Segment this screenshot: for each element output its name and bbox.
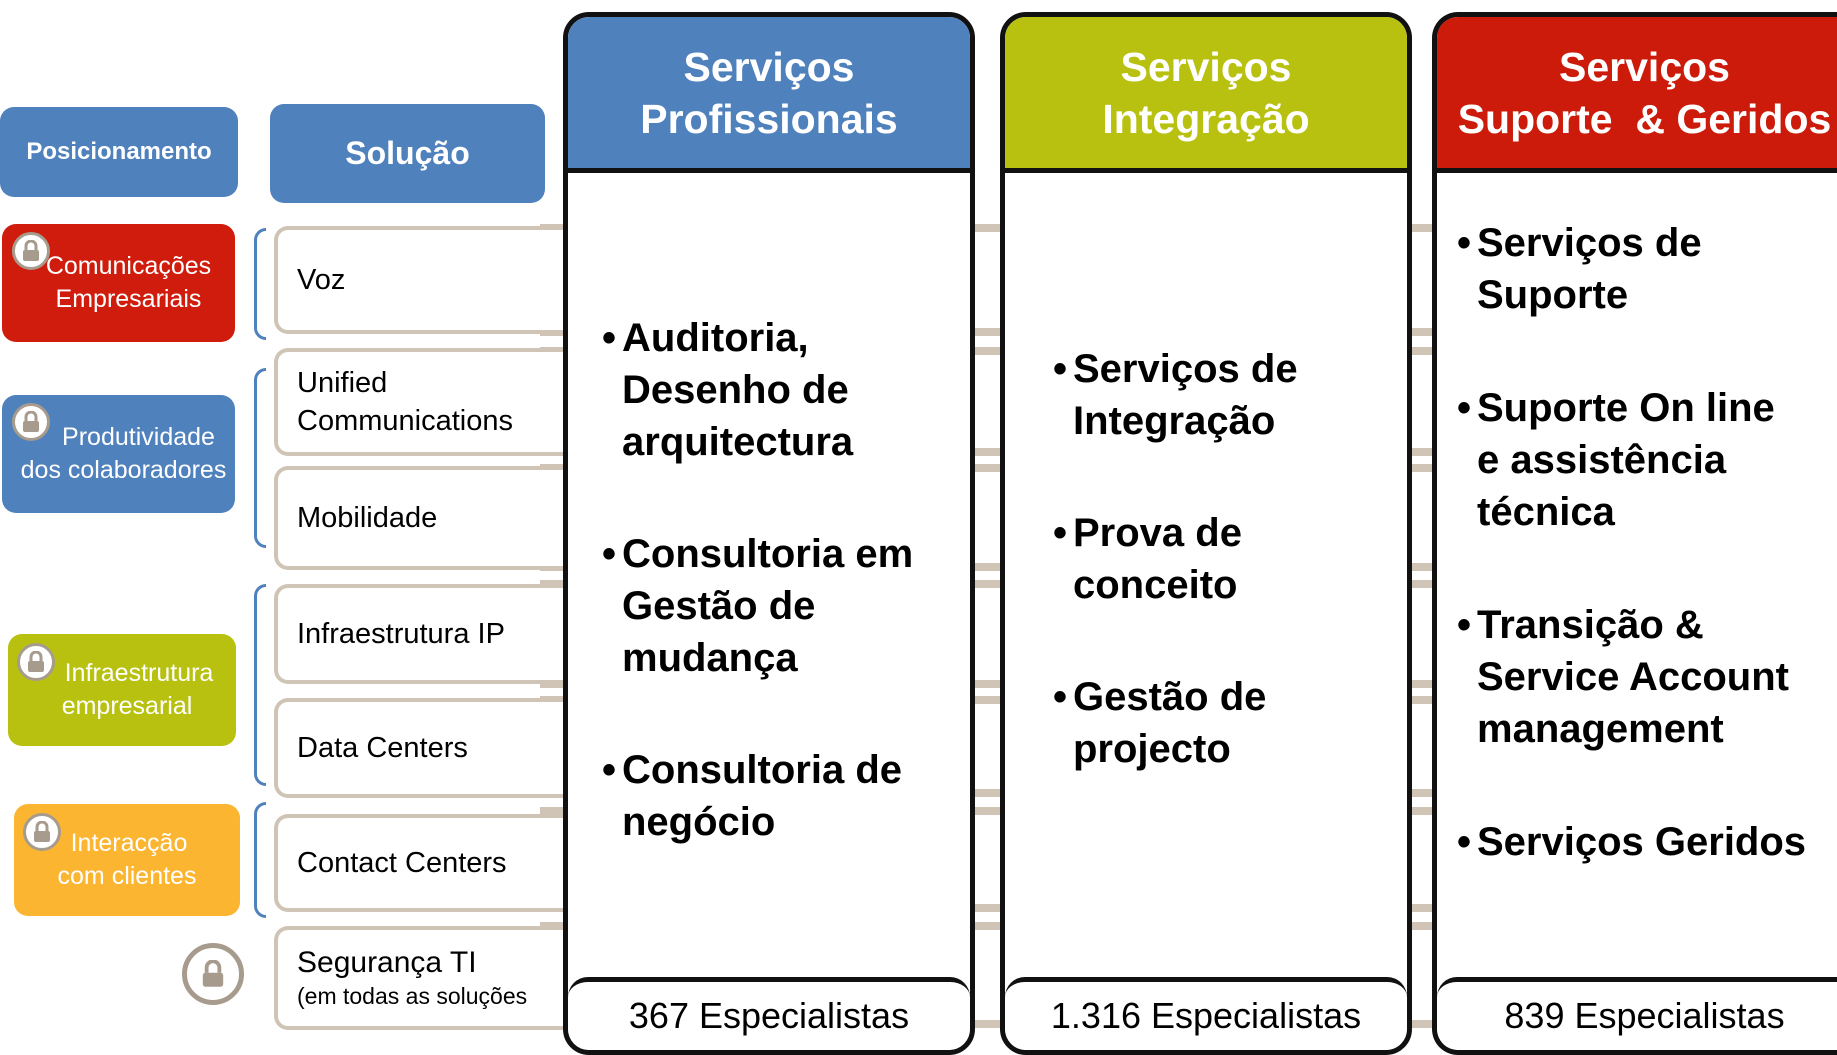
list-item-text: Consultoria de (622, 748, 903, 792)
positioning-header: Posicionamento (0, 107, 238, 197)
list-item: • Serviços de Integração (1053, 343, 1407, 447)
list-item-text: Suporte On line (1477, 386, 1775, 430)
list-item: • Auditoria, Desenho de arquitectura (602, 312, 970, 468)
category-label: empresarial (61, 692, 193, 720)
category-label: dos colaboradores (20, 456, 227, 484)
list-item-text: Suporte (1477, 273, 1629, 317)
column-footer: 839 Especialistas (1437, 977, 1837, 1050)
list-item-text: técnica (1477, 490, 1615, 534)
column-items: • Serviços de Suporte • Suporte On line … (1457, 217, 1837, 868)
solution-label: Infraestrutura IP (297, 617, 505, 650)
solution-data-centers: Data Centers (274, 698, 566, 798)
list-item-text: Desenho de (622, 368, 849, 412)
category-brace (254, 368, 266, 548)
solution-ip-infrastructure: Infraestrutura IP (274, 584, 566, 684)
list-item-text: e assistência (1477, 438, 1727, 482)
list-item-text: Service Account (1477, 655, 1789, 699)
list-item-text: Gestão de (622, 584, 816, 628)
column-footer: 367 Especialistas (568, 977, 970, 1050)
solution-label: Mobilidade (297, 501, 438, 534)
solution-label: Unified (297, 367, 388, 399)
category-employee-productivity: Produtividade dos colaboradores (2, 395, 235, 513)
column-items: • Serviços de Integração • Prova de conc… (1053, 343, 1407, 775)
column-items: • Auditoria, Desenho de arquitectura • C… (602, 312, 970, 848)
category-label: Interacção (70, 829, 188, 857)
column-header: Serviços Suporte & Geridos (1437, 17, 1837, 173)
category-label: Produtividade (62, 423, 215, 451)
column-title: Profissionais (640, 95, 898, 142)
list-item-text: Serviços Geridos (1477, 820, 1807, 864)
list-item-text: Integração (1073, 399, 1276, 443)
lock-icon (23, 813, 61, 851)
list-item-text: Transição & (1477, 603, 1704, 647)
list-item-text: Consultoria em (622, 532, 914, 576)
column-integration-services: Serviços Integração • Serviços de Integr… (1000, 12, 1412, 1055)
category-brace (254, 802, 266, 918)
lock-icon (17, 643, 55, 681)
solution-unified-communications: Unified Communications (274, 348, 566, 456)
solution-label: Contact Centers (297, 846, 507, 879)
category-label: Comunicações (45, 252, 212, 280)
solution-label: Communications (297, 405, 513, 437)
lock-icon (12, 403, 50, 441)
solution-header: Solução (270, 104, 545, 203)
list-item: • Transição & Service Account management (1457, 599, 1837, 755)
solution-it-security: Segurança TI (em todas as soluções (274, 926, 566, 1030)
list-item: • Consultoria de negócio (602, 744, 970, 848)
category-enterprise-infrastructure: Infraestrutura empresarial (8, 634, 236, 746)
list-item: • Prova de conceito (1053, 507, 1407, 611)
list-item: • Consultoria em Gestão de mudança (602, 528, 970, 684)
column-footer: 1.316 Especialistas (1005, 977, 1407, 1050)
list-item-text: Gestão de (1073, 675, 1267, 719)
column-header: Serviços Integração (1005, 17, 1407, 173)
category-enterprise-communications: Comunicações Empresariais (2, 224, 235, 342)
solution-label: Voz (297, 263, 346, 296)
list-item-text: conceito (1073, 563, 1238, 607)
list-item-text: Auditoria, (622, 316, 809, 360)
security-lock-icon (182, 943, 244, 1005)
list-item-text: negócio (622, 800, 776, 844)
solution-label: Data Centers (297, 731, 468, 764)
list-item-text: Serviços de (1073, 347, 1298, 391)
solution-voice: Voz (274, 226, 566, 334)
column-title: Serviços (683, 43, 855, 90)
column-professional-services: Serviços Profissionais • Auditoria, Dese… (563, 12, 975, 1055)
column-title: Suporte & Geridos (1457, 95, 1832, 142)
list-item-text: Prova de (1073, 511, 1242, 555)
list-item: • Suporte On line e assistência técnica (1457, 382, 1837, 538)
list-item: • Gestão de projecto (1053, 671, 1407, 775)
category-customer-interaction: Interacção com clientes (14, 804, 240, 916)
list-item-text: arquitectura (622, 420, 854, 464)
list-item: • Serviços Geridos (1457, 816, 1837, 868)
list-item-text: mudança (622, 636, 798, 680)
column-title: Integração (1102, 95, 1310, 142)
column-title: Serviços (1120, 43, 1292, 90)
category-brace (254, 584, 266, 786)
solution-sublabel: (em todas as soluções (297, 983, 528, 1009)
column-header: Serviços Profissionais (568, 17, 970, 173)
category-label: Empresariais (55, 285, 202, 313)
list-item-text: projecto (1073, 727, 1231, 771)
list-item: • Serviços de Suporte (1457, 217, 1837, 321)
column-support-managed-services: Serviços Suporte & Geridos • Serviços de… (1432, 12, 1837, 1055)
solution-mobility: Mobilidade (274, 466, 566, 570)
lock-icon (12, 232, 50, 270)
category-label: Infraestrutura (64, 659, 214, 687)
category-label: com clientes (57, 862, 197, 890)
category-brace (254, 228, 266, 340)
list-item-text: Serviços de (1477, 221, 1702, 265)
column-title: Serviços (1559, 43, 1730, 90)
solution-contact-centers: Contact Centers (274, 814, 566, 912)
list-item-text: management (1477, 707, 1724, 751)
solution-label: Segurança TI (297, 946, 477, 979)
